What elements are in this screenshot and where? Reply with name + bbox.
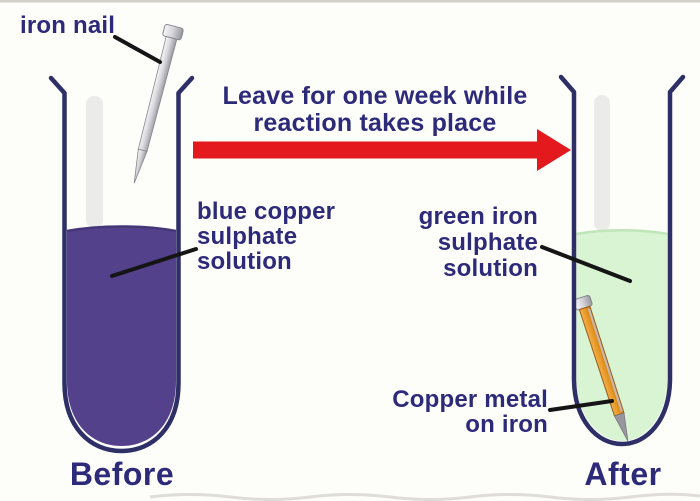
green-solution-label-line1: green iron xyxy=(418,203,538,230)
after-label: After xyxy=(584,456,662,492)
iron-nail-label: iron nail xyxy=(20,12,116,39)
arrow-caption: Leave for one week while reaction takes … xyxy=(178,83,572,137)
green-solution-label: green iron sulphate solution xyxy=(380,204,538,282)
copper-sulphate-meniscus xyxy=(66,225,177,233)
copper-metal-label-line1: Copper metal xyxy=(392,386,548,413)
iron-nail-graphic xyxy=(133,23,184,184)
reaction-arrow xyxy=(193,129,571,171)
copper-metal-label: Copper metal on iron xyxy=(350,387,548,437)
pointer-line-iron-nail xyxy=(113,35,162,64)
blue-solution-label: blue copper sulphate solution xyxy=(197,199,335,274)
pointer-line-green-solution xyxy=(540,245,632,283)
arrow-caption-line1: Leave for one week while xyxy=(222,82,528,110)
copper-coated-nail-graphic xyxy=(573,294,629,442)
green-solution-label-line3: solution xyxy=(443,255,538,282)
right-tube-highlight xyxy=(594,95,610,231)
right-test-tube xyxy=(558,74,686,447)
left-tube-highlight xyxy=(86,96,103,228)
blue-solution-label-line2: sulphate xyxy=(197,223,298,250)
before-label: Before xyxy=(69,456,175,492)
pointer-line-copper-metal xyxy=(548,399,614,412)
watermark-scribble xyxy=(149,492,700,501)
iron-nail-tip xyxy=(133,148,148,184)
copper-sulphate-solution xyxy=(67,226,176,446)
arrow-caption-line2: reaction takes place xyxy=(253,109,497,137)
green-solution-label-line2: sulphate xyxy=(437,229,538,256)
copper-metal-label-line2: on iron xyxy=(465,411,548,438)
blue-solution-label-line1: blue copper xyxy=(197,198,336,225)
iron-sulphate-solution xyxy=(576,230,668,441)
copper-nail-tip xyxy=(613,412,629,442)
iron-sulphate-meniscus xyxy=(576,229,668,236)
left-test-tube xyxy=(48,75,195,454)
blue-solution-label-line3: solution xyxy=(197,248,292,275)
top-border-line xyxy=(0,0,700,3)
copper-nail-iron-streak xyxy=(587,308,623,412)
pointer-line-blue-solution xyxy=(110,247,198,278)
